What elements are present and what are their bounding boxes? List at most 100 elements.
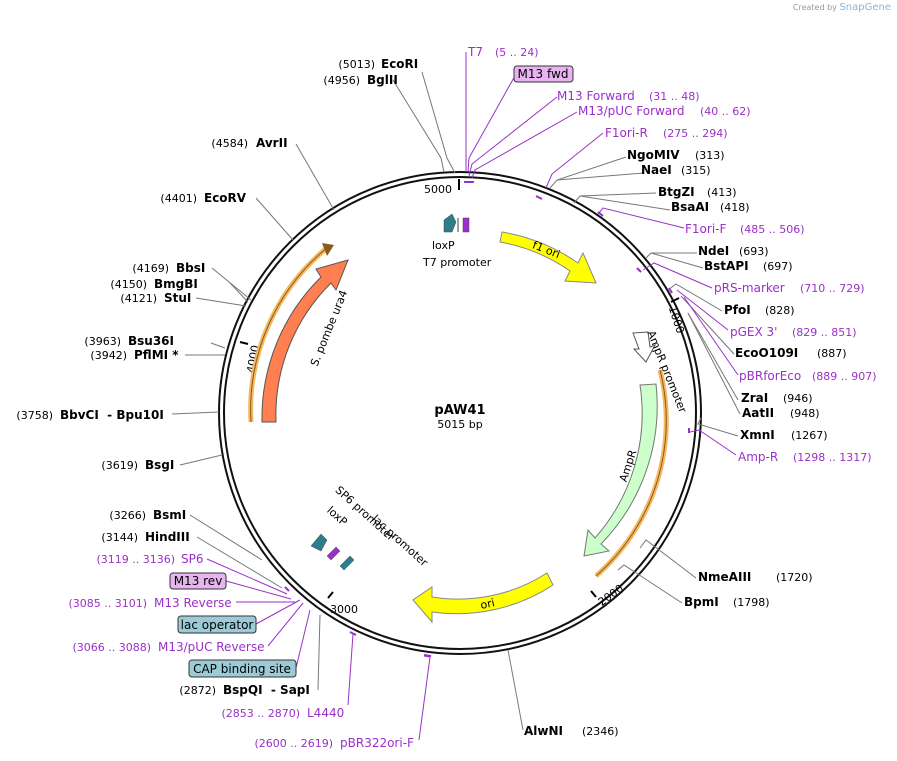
snapgene-credit: Created by SnapGene: [793, 2, 891, 13]
enzyme-bspqi-pos: (2872): [179, 684, 216, 697]
enzyme-bsmi-pos: (3266): [109, 509, 146, 522]
enzyme-bstapi-pos: (697): [763, 260, 793, 273]
connector-m13forward: [468, 96, 558, 177]
enzyme-stui-pos: (4121): [120, 292, 157, 305]
box-cap-binding-site-label: CAP binding site: [193, 662, 291, 676]
primer-amp-r-range: (1298 .. 1317): [793, 451, 872, 464]
enzyme-bstapi-name: BstAPI: [704, 259, 749, 273]
primer-sp6-name: SP6: [181, 552, 204, 566]
primer-mark-pgex: [668, 287, 673, 294]
enzyme-nmeaiii-pos: (1720): [776, 571, 813, 584]
connector-alwni: [507, 649, 524, 731]
enzyme-bmgbi-pos: (4150): [110, 278, 147, 291]
enzyme-pflmi-pos: (3942): [90, 349, 127, 362]
enzyme-bsu36i-name: Bsu36I: [128, 334, 174, 348]
enzyme-bsaai-pos: (418): [720, 201, 750, 214]
connector-bsmi: [189, 514, 263, 561]
enzyme-alwni-pos: (2346): [582, 725, 619, 738]
connector-m13rev: [225, 580, 292, 600]
enzyme-bmgbi-name: BmgBI: [154, 277, 198, 291]
tick-label-5000: 5000: [424, 183, 452, 196]
primer-t7-name: T7: [467, 45, 483, 59]
feature-loxp-bottom: [310, 533, 328, 552]
connector-ecorv: [255, 197, 294, 241]
primer-connectors: [206, 52, 739, 741]
primer-f1ori-f-name: F1ori-F: [685, 222, 726, 236]
connector-bstapi: [650, 252, 704, 269]
enzyme-stui-name: StuI: [164, 291, 191, 305]
primer-m13reverse-name: M13 Reverse: [154, 596, 232, 610]
box-m13-rev-label: M13 rev: [174, 574, 223, 588]
primer-mark-f1ori-f: [597, 211, 604, 217]
feature-loxp-top-label: loxP: [432, 239, 455, 252]
enzyme-ecori-name: EcoRI: [381, 57, 418, 71]
primer-prs-marker-name: pRS-marker: [714, 281, 785, 295]
enzyme-bsaai-name: BsaAI: [671, 200, 709, 214]
feature-lac-promoter-box: [339, 555, 355, 571]
connector-avrii: [295, 143, 335, 211]
enzyme-aatii-pos: (948): [790, 407, 820, 420]
enzyme-bbsi-pos: (4169): [132, 262, 169, 275]
enzyme-ngomiv-name: NgoMIV: [627, 148, 680, 162]
enzyme-nmeaiii-name: NmeAIII: [698, 570, 751, 584]
connector-lac-operator: [255, 599, 301, 625]
primer-marks: [284, 181, 690, 657]
feature-sp6-promoter-box: [326, 546, 341, 561]
primer-pbr322ori-f-range: (2600 .. 2619): [254, 737, 333, 750]
tick-mark-3000: [327, 591, 334, 599]
enzyme-connectors: [171, 71, 741, 731]
primer-mark-m13rev: [284, 586, 290, 592]
connector-pbrforeco: [683, 296, 739, 376]
feature-ura4-orf-head: [322, 243, 334, 256]
feature-f1-ori-label: f1 ori: [531, 238, 562, 261]
tick-label-3000: 3000: [330, 603, 358, 616]
primer-m13puc-reverse-range: (3066 .. 3088): [72, 641, 151, 654]
enzyme-pfoi-pos: (828): [765, 304, 795, 317]
connector-bmgbi: [229, 282, 249, 303]
primer-m13forward-name: M13 Forward: [557, 89, 635, 103]
feature-ura4-orf-line: [250, 246, 329, 423]
box-m13-fwd-label: M13 fwd: [518, 67, 569, 81]
enzyme-bbsi-name: BbsI: [176, 261, 205, 275]
connector-bsu36i: [210, 342, 226, 349]
enzyme-avrii-pos: (4584): [211, 137, 248, 150]
feature-lac-promoter-label: lac promoter: [369, 512, 430, 569]
box-lac-operator-label: lac operator: [181, 618, 254, 632]
enzyme-ndei-name: NdeI: [698, 244, 729, 258]
primer-sp6-range: (3119 .. 3136): [96, 553, 175, 566]
feature-t7-promoter-label: T7 promoter: [422, 256, 492, 269]
enzyme-bglii-name: BglII: [367, 73, 398, 87]
primer-m13puc-forward-range: (40 .. 62): [700, 105, 751, 118]
enzyme-hindiii-pos: (3144): [101, 531, 138, 544]
primer-prs-marker-range: (710 .. 729): [800, 282, 865, 295]
tick-mark-2000: [590, 590, 597, 598]
primer-pbrforeco-range: (889 .. 907): [812, 370, 877, 383]
feature-f1-ori-arrow: [499, 231, 597, 284]
primer-l4440-name: L4440: [307, 706, 344, 720]
enzyme-alwni-name: AlwNI: [524, 724, 563, 738]
enzyme-naei-pos: (315): [681, 164, 711, 177]
backbone-inner-ring: [223, 176, 697, 650]
feature-t7-promoter-box: [462, 217, 470, 233]
primer-pbr322ori-f-name: pBR322ori-F: [340, 736, 414, 750]
primer-m13forward-range: (31 .. 48): [649, 90, 700, 103]
connector-sp6: [206, 558, 288, 595]
box-m13-rev: [169, 572, 227, 590]
connector-m13puc-reverse: [267, 602, 304, 647]
connector-m13puc-forward: [471, 111, 578, 179]
primer-mark-prs: [636, 267, 642, 273]
feature-loxp-bottom-label: loxP: [324, 504, 350, 529]
feature-ura4-arrow: [261, 259, 349, 423]
enzyme-xmni-pos: (1267): [791, 429, 828, 442]
primer-f1ori-f-range: (485 .. 506): [740, 223, 805, 236]
enzyme-ecoo109i-pos: (887): [817, 347, 847, 360]
plasmid-size: 5015 bp: [437, 418, 482, 431]
primer-pgex3-name: pGEX 3': [730, 325, 777, 339]
enzyme-bsmi-name: BsmI: [153, 508, 186, 522]
enzyme-ecoo109i-name: EcoO109I: [735, 346, 798, 360]
connector-bsaai: [579, 195, 671, 211]
credit-brand: SnapGene: [839, 2, 891, 13]
connector-prs-marker: [642, 262, 713, 289]
enzyme-hindiii-name: HindIII: [145, 530, 190, 544]
enzyme-bpmi-name: BpmI: [684, 595, 719, 609]
